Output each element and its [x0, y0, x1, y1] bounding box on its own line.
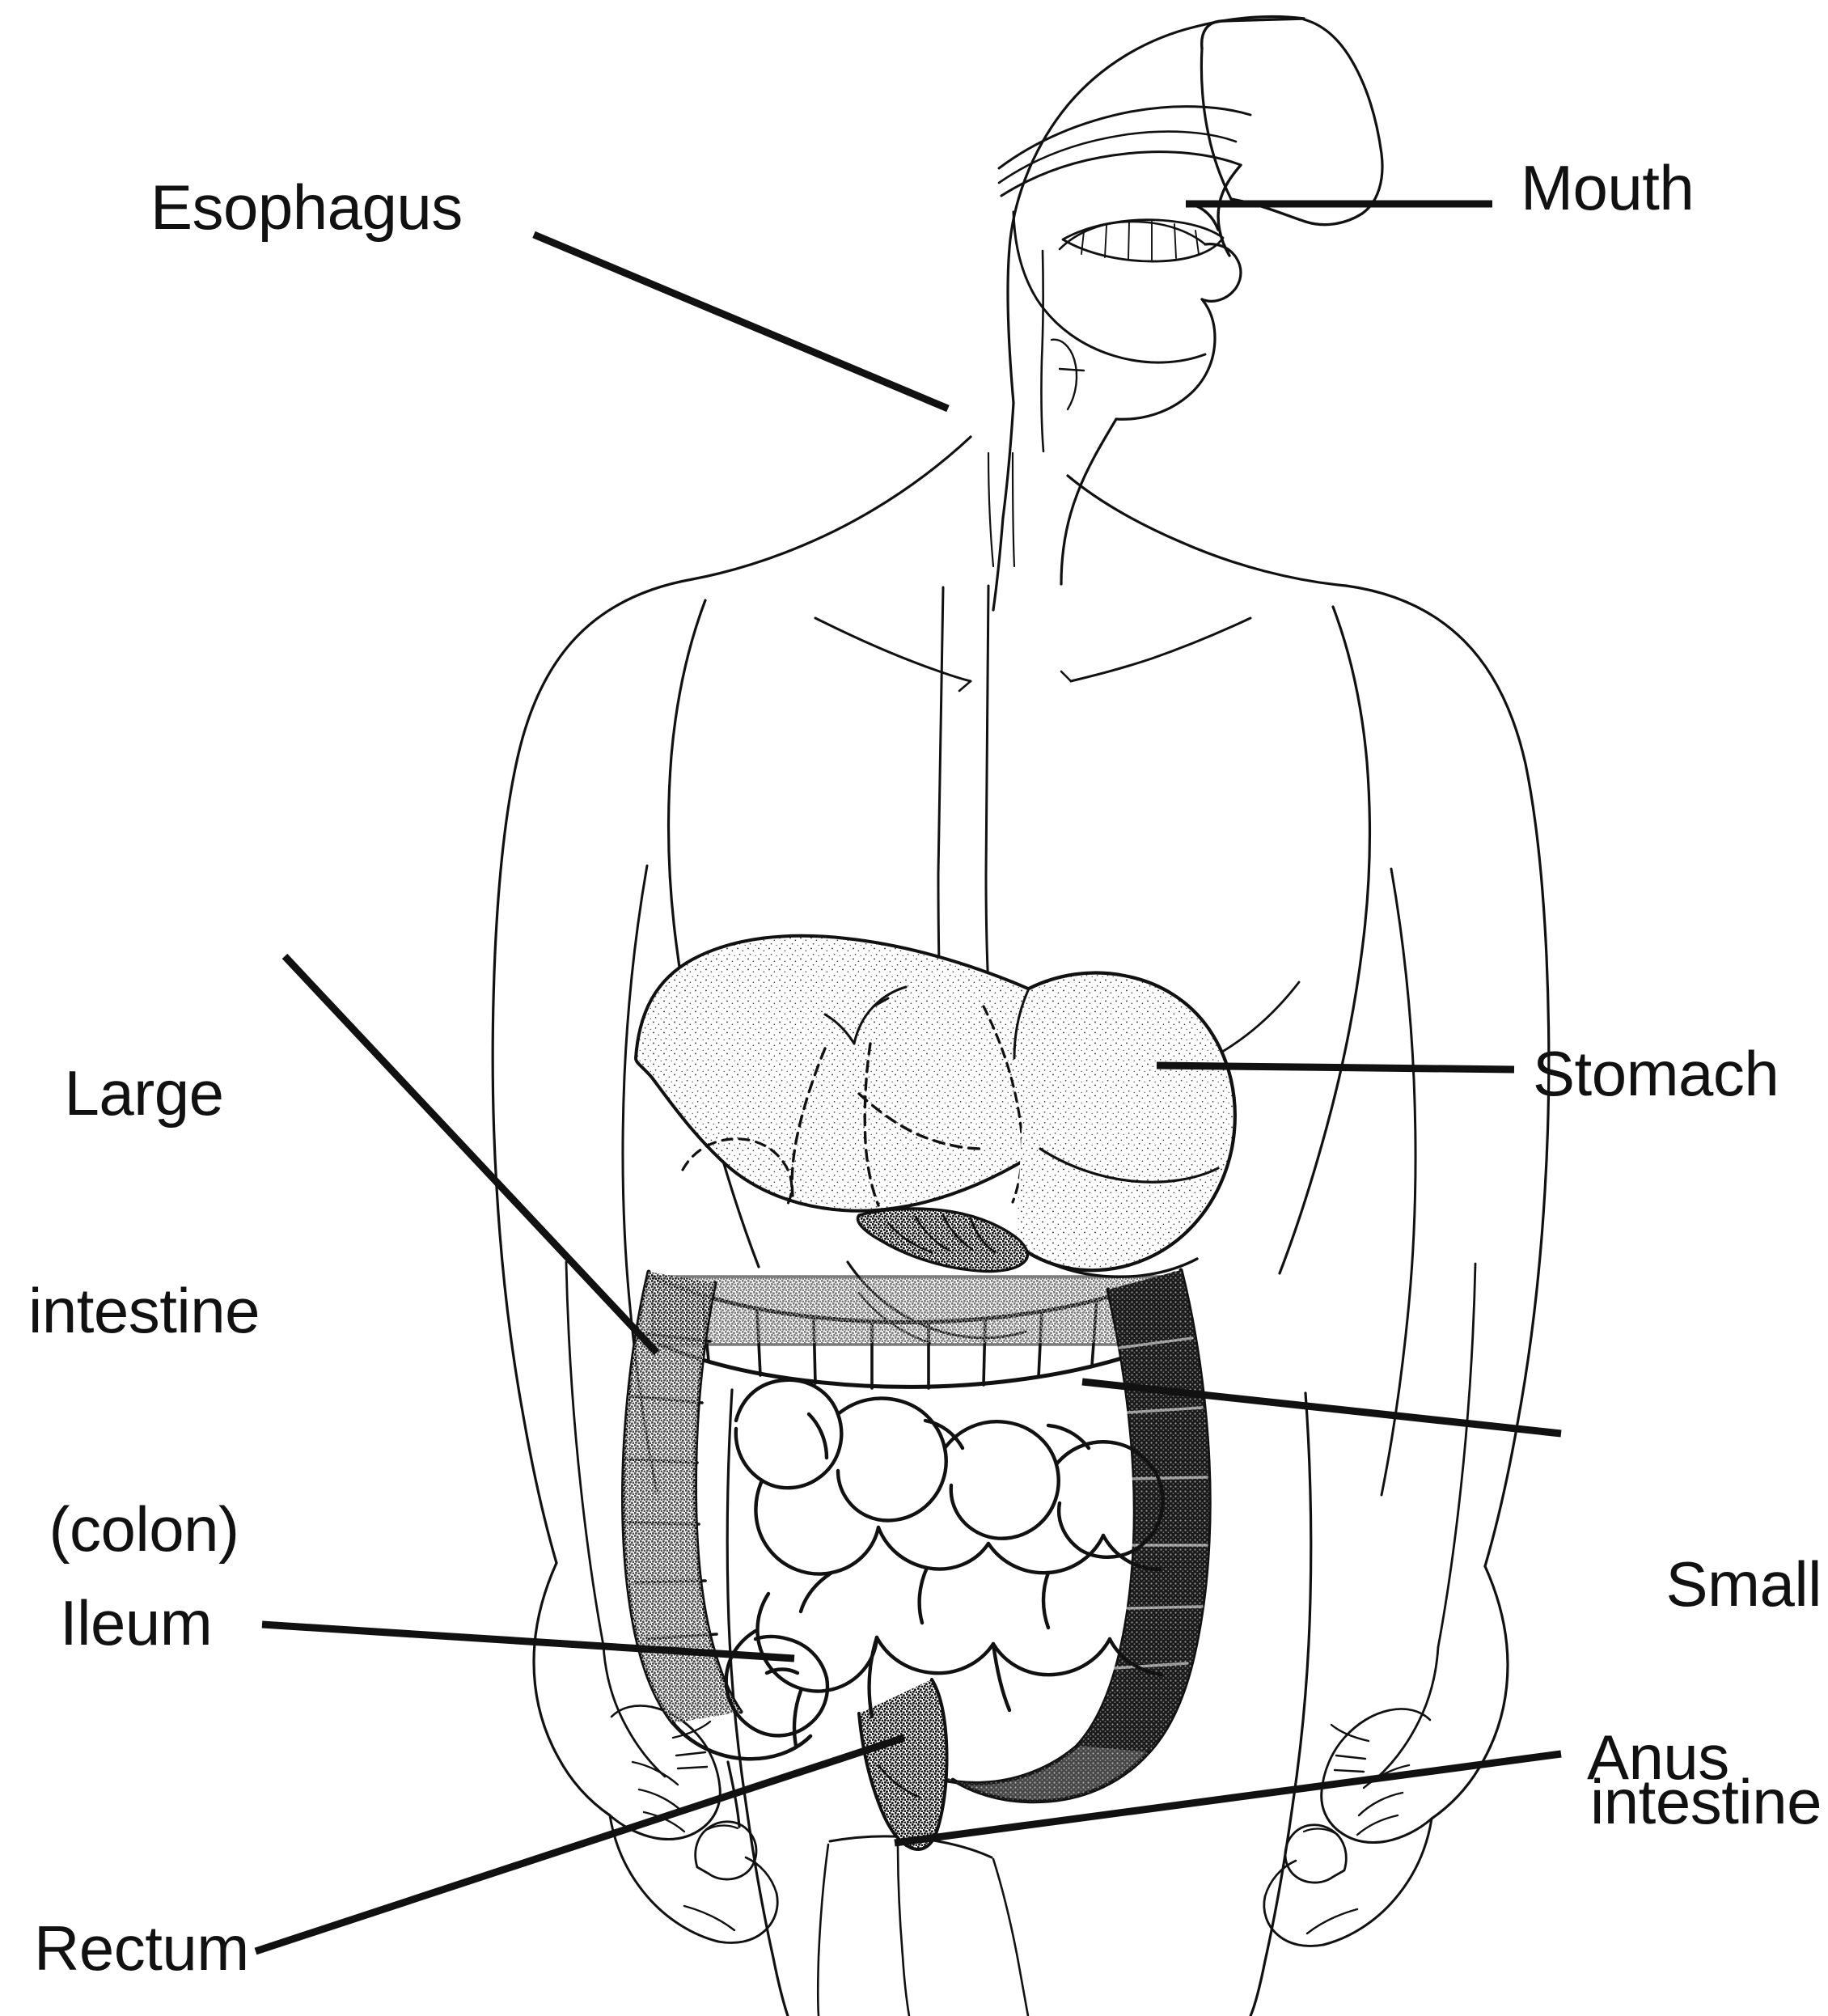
- ascending-colon: [621, 1269, 813, 1828]
- leader-small-intestine: [1081, 1378, 1562, 1438]
- rectum-organ: [857, 1678, 949, 1851]
- leader-ileum: [261, 1620, 795, 1662]
- label-large-intestine: Large intestine (colon): [15, 913, 273, 1711]
- label-ileum: Ileum: [60, 1587, 213, 1658]
- label-mouth: Mouth: [1521, 152, 1695, 223]
- leader-stomach: [1156, 1061, 1515, 1074]
- leader-esophagus: [532, 231, 950, 413]
- label-small-intestine-line1: Small: [1665, 1548, 1822, 1620]
- leader-large-intestine: [281, 953, 660, 1356]
- ileum-organ: [724, 1628, 830, 1738]
- label-large-intestine-line1: Large: [64, 1057, 225, 1129]
- label-esophagus: Esophagus: [150, 172, 463, 243]
- label-large-intestine-line3: (colon): [49, 1493, 239, 1565]
- label-large-intestine-line2: intestine: [28, 1275, 260, 1347]
- leader-anus: [894, 1750, 1562, 1847]
- descending-colon: [899, 1268, 1212, 1804]
- label-small-intestine: Small intestine: [1525, 1404, 1822, 1984]
- label-stomach: Stomach: [1533, 1038, 1779, 1109]
- label-small-intestine-line2: intestine: [1589, 1766, 1822, 1838]
- small-intestine-organ: [734, 1378, 1165, 1748]
- transverse-colon: [650, 1271, 1179, 1390]
- stomach-organ: [1013, 971, 1237, 1278]
- label-rectum: Rectum: [34, 1912, 249, 1984]
- label-anus: Anus: [1587, 1722, 1729, 1793]
- leader-lines: [254, 200, 1562, 1955]
- body-outline: [491, 15, 1551, 2016]
- leader-rectum: [254, 1734, 906, 1955]
